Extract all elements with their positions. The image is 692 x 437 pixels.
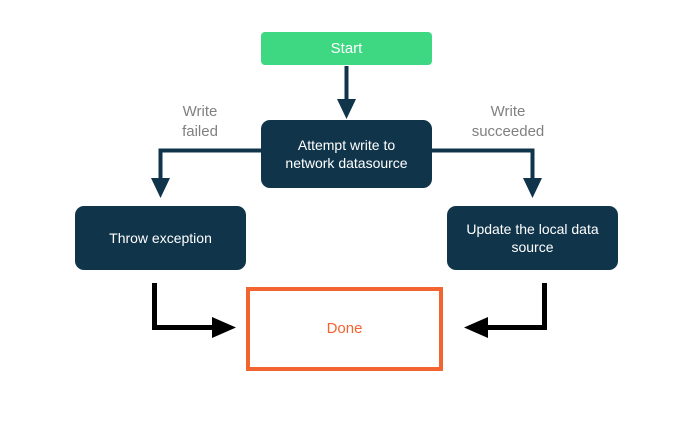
node-throw-exception[interactable]: Throw exception bbox=[75, 206, 246, 270]
node-attempt-write[interactable]: Attempt write to network datasource bbox=[261, 120, 432, 188]
connector-throw-to-done bbox=[152, 283, 236, 338]
node-start-label: Start bbox=[330, 39, 363, 57]
connector-update-to-done bbox=[464, 283, 547, 338]
connector-attempt-to-throw bbox=[151, 148, 262, 198]
edge-label-write-succeeded: Write succeeded bbox=[443, 102, 573, 143]
node-throw-exception-label: Throw exception bbox=[109, 229, 212, 246]
edge-label-write-failed-text: Write failed bbox=[182, 103, 218, 141]
connector-attempt-to-update bbox=[431, 148, 542, 198]
node-start[interactable]: Start bbox=[261, 32, 432, 65]
node-attempt-write-label: Attempt write to network datasource bbox=[285, 136, 408, 171]
node-done[interactable]: Done bbox=[246, 287, 443, 371]
connector-start-to-attempt bbox=[337, 66, 356, 119]
node-done-label: Done bbox=[326, 320, 363, 338]
node-update-local-data-source[interactable]: Update the local data source bbox=[447, 206, 618, 270]
edge-label-write-failed: Write failed bbox=[140, 102, 260, 143]
node-update-local-data-source-label: Update the local data source bbox=[466, 220, 599, 255]
edge-label-write-succeeded-text: Write succeeded bbox=[471, 103, 545, 141]
